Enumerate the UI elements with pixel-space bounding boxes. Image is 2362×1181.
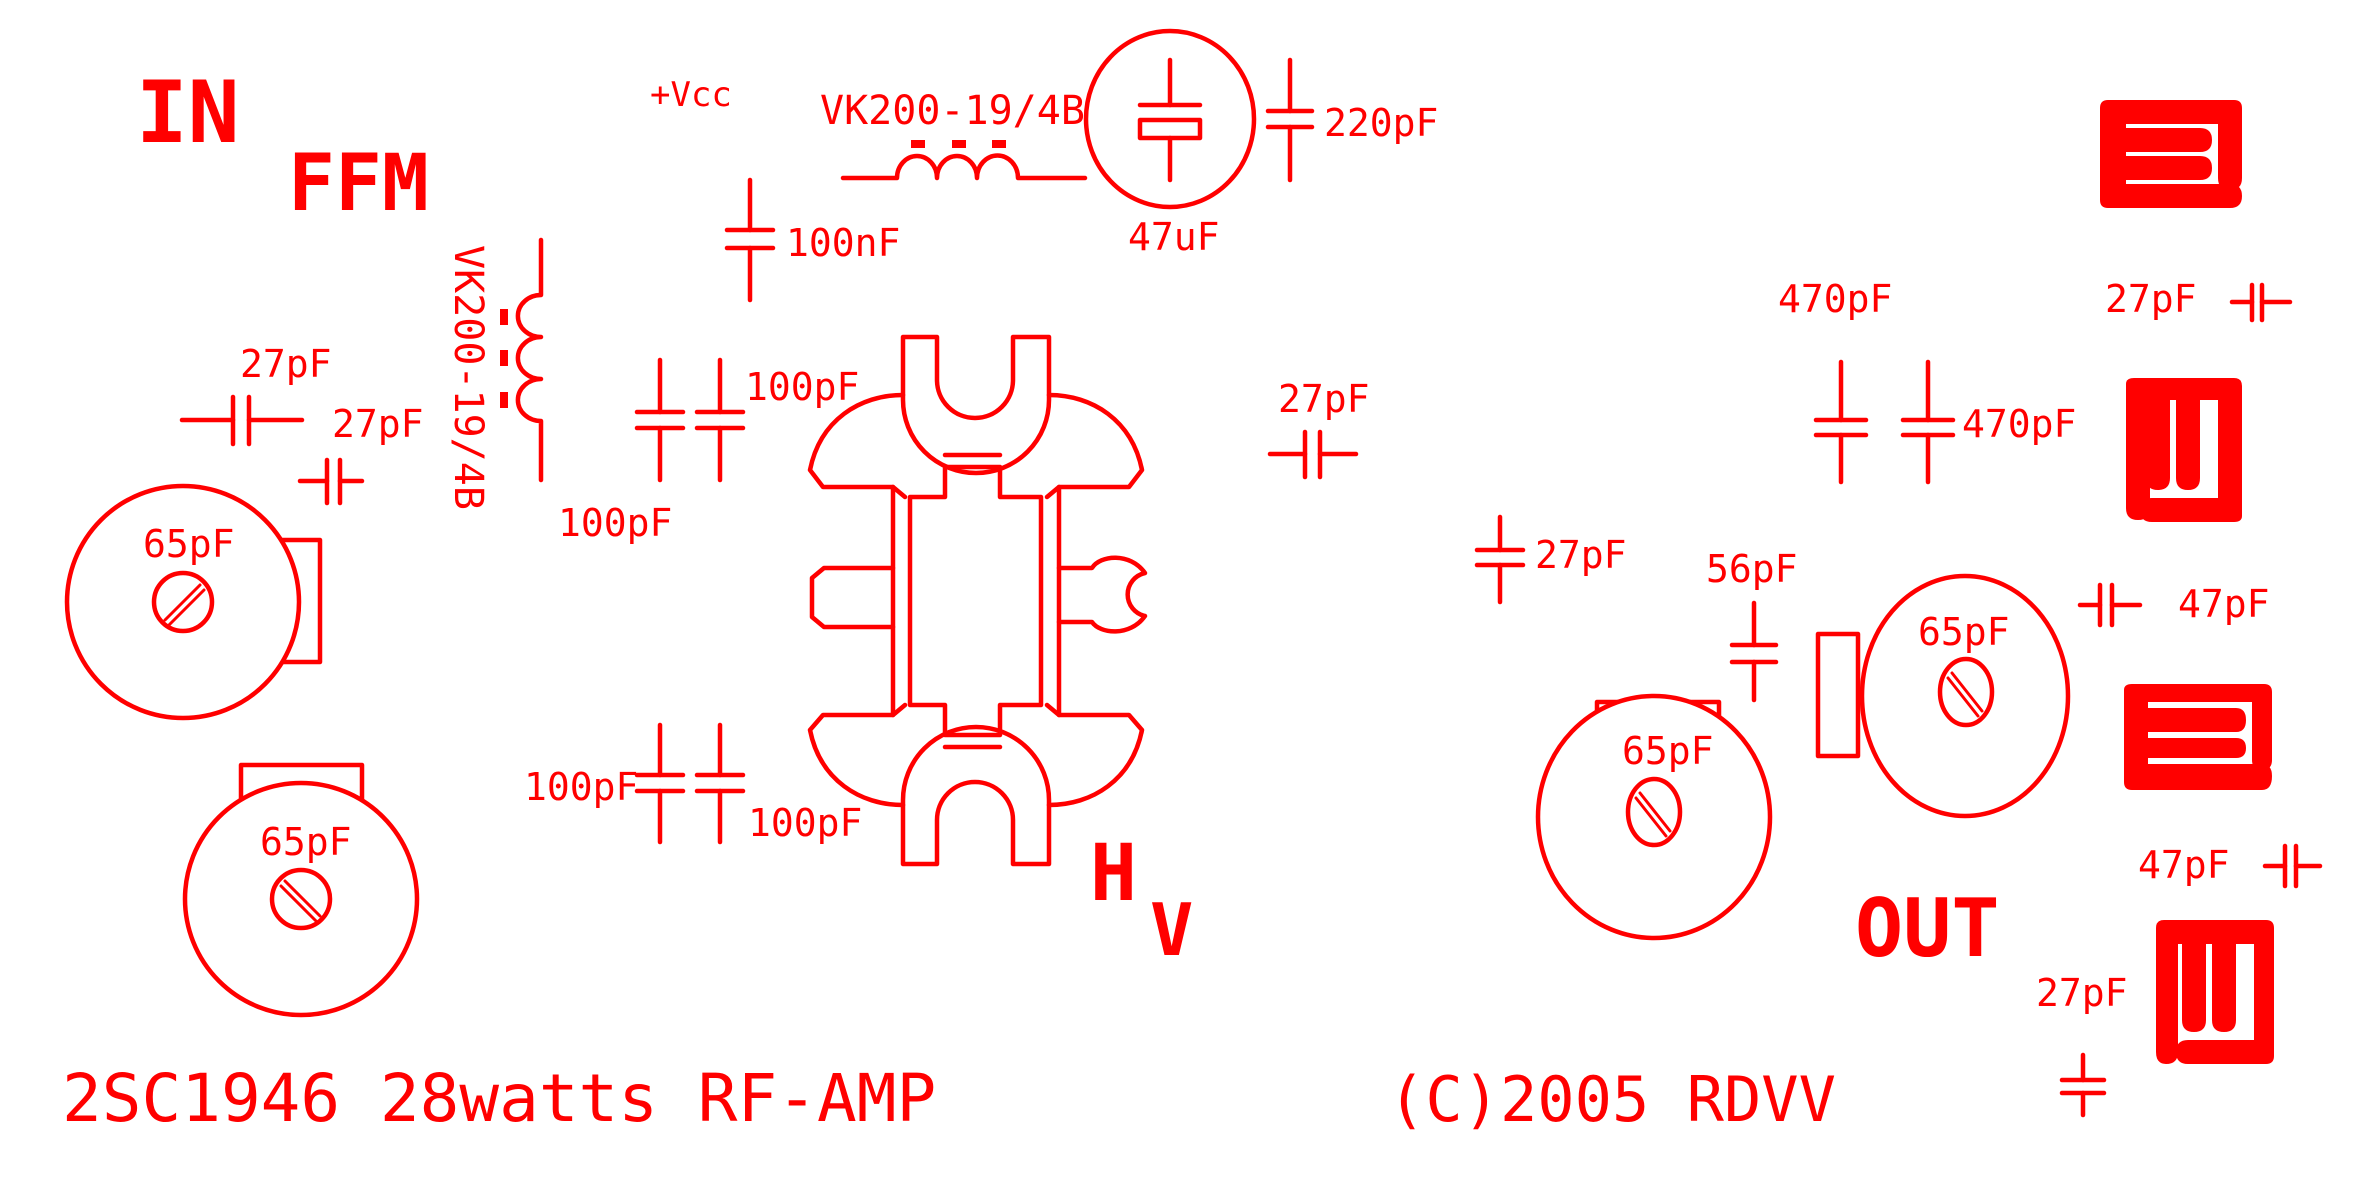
label-hv-v: V: [1150, 888, 1193, 972]
choke-top-label: VK200-19/4B: [820, 88, 1085, 134]
label-27pF-out-a: 27pF: [1535, 533, 1627, 577]
label-470pF-b: 470pF: [1962, 402, 2076, 446]
label-100pF-b: 100pF: [558, 501, 672, 545]
label-100pF-a: 100pF: [745, 365, 859, 409]
capacitor-27pF-in-b: [297, 457, 365, 506]
capacitor-100nF: [724, 177, 776, 303]
label-27pF-mid: 27pF: [1278, 377, 1370, 421]
trimmer-in-b: [182, 762, 420, 1018]
capacitor-220pF: [1265, 57, 1315, 183]
capacitor-27pF-r2: [2059, 1052, 2107, 1118]
label-27pF-in-b: 27pF: [332, 402, 424, 446]
label-in: IN: [136, 63, 240, 163]
label-47uF: 47uF: [1128, 215, 1220, 259]
label-trim-out-a: 65pF: [1622, 729, 1714, 773]
label-470pF-a: 470pF: [1778, 277, 1892, 321]
label-trim-in-a: 65pF: [143, 522, 235, 566]
capacitor-56pF: [1729, 600, 1779, 703]
meander-pad-4: [2156, 920, 2274, 1064]
trimmer-out-b: [1815, 573, 2071, 819]
label-100pF-d: 100pF: [748, 801, 862, 845]
label-100pF-c: 100pF: [524, 765, 638, 809]
meander-pad-1: [2100, 100, 2242, 208]
transistor-2sc1946: [807, 334, 1148, 867]
choke-left-label: VK200-19/4B: [445, 245, 491, 510]
label-27pF-r2: 27pF: [2036, 971, 2128, 1015]
meander-pad-2: [2126, 378, 2242, 522]
label-trim-out-b: 65pF: [1918, 610, 2010, 654]
label-47pF-r2: 47pF: [2138, 843, 2230, 887]
copyright: (C)2005 RDVV: [1388, 1063, 1836, 1136]
label-100nF: 100nF: [786, 221, 900, 265]
label-220pF: 220pF: [1324, 101, 1438, 145]
trimmer-in-a: [64, 483, 323, 721]
label-trim-in-b: 65pF: [260, 820, 352, 864]
capacitor-47pF-r1: [2077, 582, 2143, 628]
label-ffm: FFM: [288, 139, 429, 229]
capacitor-27pF-out-a: [1474, 514, 1526, 605]
label-27pF-r1: 27pF: [2105, 277, 2197, 321]
capacitor-27pF-mid: [1267, 429, 1359, 480]
capacitor-47pF-r2: [2262, 843, 2323, 889]
label-out: OUT: [1855, 882, 2000, 975]
label-47pF-r1: 47pF: [2178, 582, 2270, 626]
label-vcc: +Vcc: [650, 75, 732, 115]
capacitor-27pF-in-a: [179, 394, 305, 447]
inductor-top: [840, 140, 1088, 181]
trimmer-out-a: [1535, 693, 1773, 941]
capacitor-100pF-pair-lower: [634, 722, 746, 845]
meander-pad-3: [2124, 684, 2272, 790]
inductor-left: [500, 237, 544, 483]
label-hv-h: H: [1090, 829, 1137, 919]
capacitor-27pF-r1: [2229, 282, 2293, 323]
capacitor-47uF: [1083, 28, 1257, 210]
capacitor-100pF-pair-upper: [634, 357, 746, 483]
label-56pF: 56pF: [1706, 547, 1798, 591]
board-title: 2SC1946 28watts RF-AMP: [62, 1060, 936, 1137]
label-27pF-in-a: 27pF: [240, 342, 332, 386]
capacitor-470pF-pair: [1813, 359, 1956, 485]
